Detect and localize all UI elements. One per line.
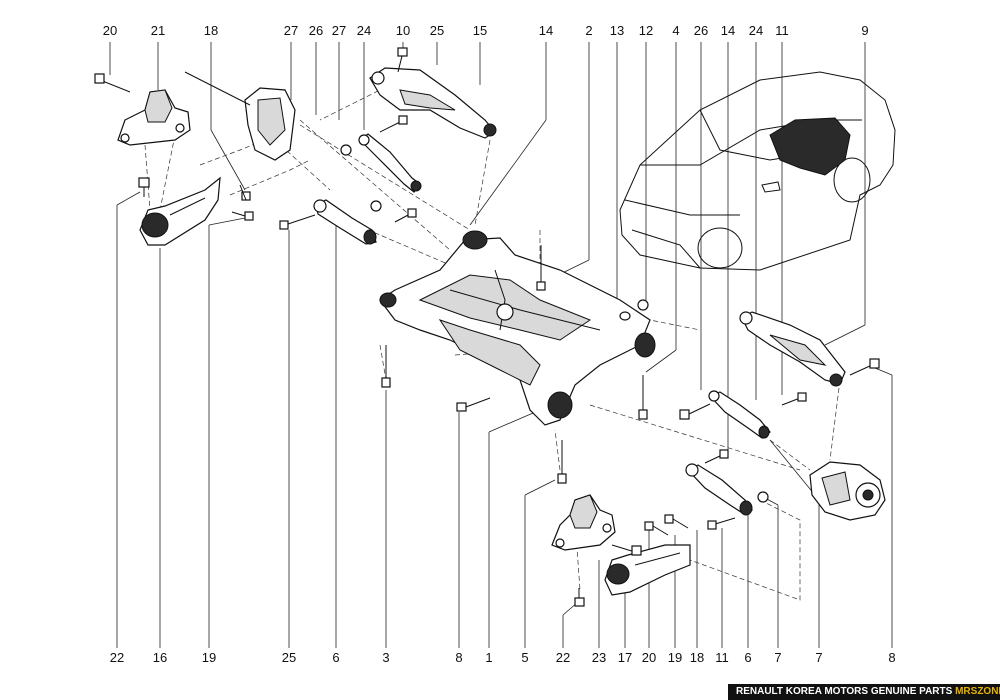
- callout-bottom-8: 1: [485, 650, 492, 665]
- part-25-bolt-lower: [279, 208, 417, 230]
- callout-top-16: 26: [694, 23, 708, 38]
- footer-text: RENAULT KOREA MOTORS GENUINE PARTS: [736, 686, 953, 697]
- callout-bottom-11: 23: [592, 650, 606, 665]
- bottom-callouts: 22 16 19 25 6 3 8 1 5 22 23 17 20 19 18 …: [110, 650, 896, 665]
- callout-top-6: 27: [332, 23, 346, 38]
- callout-bottom-19: 7: [815, 650, 822, 665]
- callout-top-18: 24: [749, 23, 763, 38]
- part-18-19-bolts: [231, 184, 254, 221]
- callout-bottom-6: 3: [382, 650, 389, 665]
- part-21-mount: [117, 89, 191, 146]
- part-11-bolt-right-lower: [707, 517, 736, 530]
- callout-top-9: 25: [430, 23, 444, 38]
- callout-bottom-3: 19: [202, 650, 216, 665]
- callout-top-17: 14: [721, 23, 735, 38]
- callout-bottom-18: 7: [774, 650, 781, 665]
- callout-top-3: 18: [204, 23, 218, 38]
- part-8-bolt-left: [456, 397, 491, 412]
- part-17-bracket: [604, 544, 691, 596]
- part-24-link: [358, 133, 422, 193]
- part-11-bolt-right-upper: [781, 392, 807, 406]
- knuckle-left: [184, 71, 296, 161]
- part-7-nut: [757, 491, 769, 503]
- callout-bottom-13: 20: [642, 650, 656, 665]
- part-20-bolt-bottom: [611, 544, 642, 556]
- subframe-crossmember: [379, 230, 656, 426]
- callout-top-4: 27: [284, 23, 298, 38]
- callout-top-12: 2: [585, 23, 592, 38]
- part-27-nuts: [340, 144, 382, 212]
- callout-top-11: 14: [539, 23, 553, 38]
- part-20-bolt: [94, 73, 131, 93]
- part-4-bolt: [638, 375, 648, 420]
- part-24-link-right: [708, 390, 771, 439]
- callout-bottom-16: 11: [715, 650, 729, 665]
- knuckle-right: [809, 461, 886, 521]
- part-10-bolt: [397, 47, 408, 73]
- footer-watermark: RENAULT KOREA MOTORS GENUINE PARTS MRSZO…: [728, 684, 1000, 700]
- callout-bottom-10: 22: [556, 650, 570, 665]
- part-15-upper-arm: [369, 67, 497, 139]
- vehicle-outline: [619, 71, 896, 271]
- part-3-bolt: [381, 345, 391, 388]
- callout-top-15: 4: [672, 23, 679, 38]
- callout-bottom-2: 16: [153, 650, 167, 665]
- callout-top-10: 15: [473, 23, 487, 38]
- callout-top-2: 21: [151, 23, 165, 38]
- part-9-upper-arm-right: [739, 311, 846, 387]
- callout-bottom-5: 6: [332, 650, 339, 665]
- callout-bottom-20: 8: [888, 650, 895, 665]
- part-26-bolt-right: [679, 403, 711, 420]
- callout-bottom-17: 6: [744, 650, 751, 665]
- part-6-link-left: [313, 199, 377, 245]
- footer-brand: MRSZONE: [955, 686, 1000, 697]
- callout-top-1: 20: [103, 23, 117, 38]
- part-14-bolt-right: [704, 449, 729, 464]
- callout-bottom-15: 18: [690, 650, 704, 665]
- part-23-mount: [551, 494, 616, 551]
- part-16-bracket: [139, 176, 221, 246]
- callout-top-13: 13: [610, 23, 624, 38]
- callout-bottom-1: 22: [110, 650, 124, 665]
- callout-top-14: 12: [639, 23, 653, 38]
- part-14-link-right: [685, 463, 753, 516]
- part-25-bolt-upper: [379, 115, 408, 133]
- callout-top-19: 11: [775, 23, 789, 38]
- part-19-18-bolts-bottom: [644, 514, 689, 536]
- callout-top-20: 9: [861, 23, 868, 38]
- part-22-bolt: [138, 177, 150, 197]
- part-22-bolt-bottom: [574, 588, 585, 607]
- callout-bottom-4: 25: [282, 650, 296, 665]
- callout-top-8: 10: [396, 23, 410, 38]
- callout-bottom-7: 8: [455, 650, 462, 665]
- part-5-bolt: [557, 440, 567, 484]
- callout-top-7: 24: [357, 23, 371, 38]
- callout-bottom-14: 19: [668, 650, 682, 665]
- part-2-bolt: [536, 245, 546, 291]
- part-8-bolt-right: [849, 358, 880, 376]
- callout-bottom-12: 17: [618, 650, 632, 665]
- callout-bottom-9: 5: [521, 650, 528, 665]
- callout-top-5: 26: [309, 23, 323, 38]
- top-callouts: 20 21 18 27 26 27 24 10 25 15 14 2 13 12…: [103, 23, 869, 38]
- part-13-12-washers: [619, 299, 649, 321]
